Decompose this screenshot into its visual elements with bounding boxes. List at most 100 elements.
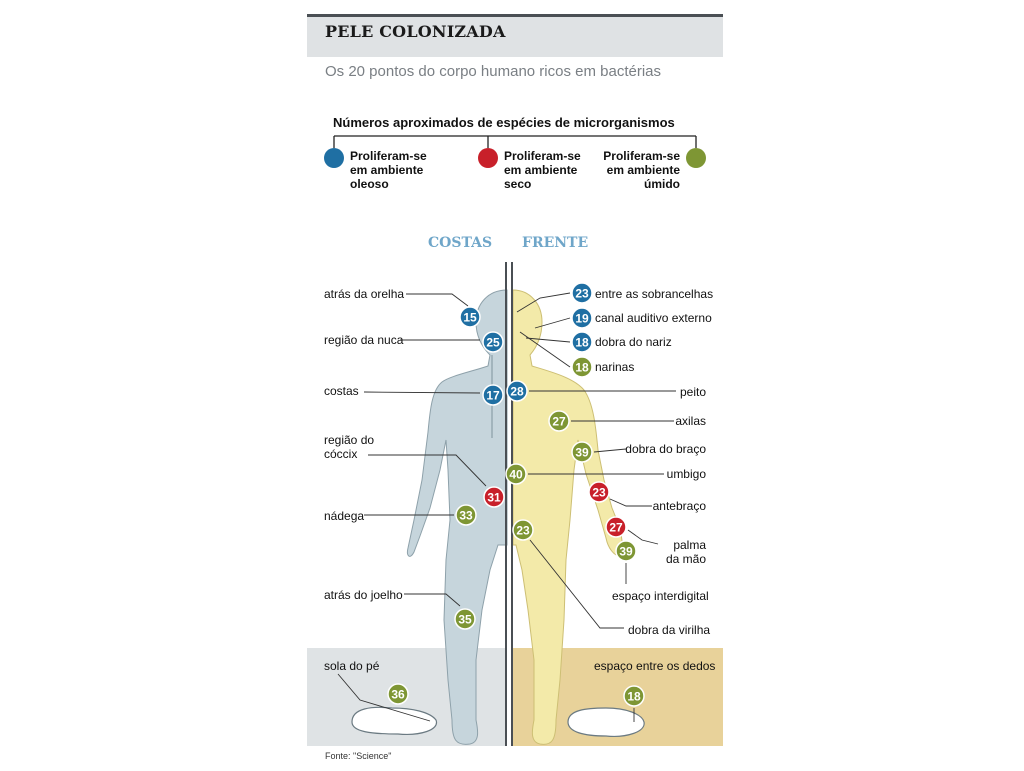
leader-lines (337, 292, 676, 722)
legend-item-umido: Proliferam-se em ambiente úmido (598, 149, 680, 191)
label-coccix-line-2: cóccix (324, 447, 358, 461)
label-palma-da-mao: palma da mão (626, 538, 706, 566)
leader-back-4 (368, 454, 487, 487)
divider-bar-left (505, 262, 507, 746)
badge-back-6: 35 (454, 608, 476, 630)
badge-back-7: 36 (387, 683, 409, 705)
badge-back-3: 17 (482, 384, 504, 406)
page-subtitle: Os 20 pontos do corpo humano ricos em ba… (325, 63, 662, 80)
badge-front-11-circle (615, 540, 637, 562)
badge-front-8-number: 40 (509, 468, 523, 482)
leader-front-9 (609, 498, 652, 507)
badge-front-13: 18 (623, 685, 645, 707)
leader-back-1 (406, 293, 469, 307)
badge-back-2-circle (482, 331, 504, 353)
badge-back-1-number: 15 (463, 311, 477, 325)
legend-seco-line-1: Proliferam-se (504, 149, 581, 163)
legend-bracket (333, 135, 697, 148)
badge-front-8: 40 (505, 463, 527, 485)
badge-front-12-circle (512, 519, 534, 541)
leader-back-6 (404, 593, 461, 607)
badge-back-6-number: 35 (458, 613, 472, 627)
badge-back-5-number: 33 (459, 509, 473, 523)
badge-front-10-circle (605, 516, 627, 538)
leader-front-7 (593, 448, 627, 453)
label-palma-line-2: da mão (665, 552, 706, 566)
badge-front-9: 23 (588, 481, 610, 503)
badge-front-13-circle (623, 685, 645, 707)
legend-umido-line-1: Proliferam-se (603, 149, 680, 163)
legend-dot-umido (686, 148, 706, 168)
badge-front-2-number: 19 (575, 312, 589, 326)
label-sola-do-pe: sola do pé (324, 659, 380, 673)
badge-front-3-circle (571, 331, 593, 353)
badge-front-3: 18 (571, 331, 593, 353)
divider-bar-right (511, 262, 513, 746)
legend-dot-oleoso (324, 148, 344, 168)
badge-back-4-circle (483, 486, 505, 508)
badge-back-1: 15 (459, 306, 481, 328)
badge-back-5: 33 (455, 504, 477, 526)
badge-front-13-number: 18 (627, 690, 641, 704)
leader-front-12 (529, 539, 624, 629)
legend-oleoso-line-3: oleoso (350, 177, 389, 191)
badge-front-4-circle (571, 356, 593, 378)
label-espaco-interdigital: espaço interdigital (612, 589, 709, 603)
leader-back-3 (363, 391, 481, 394)
leader-back-7 (337, 673, 431, 722)
leader-front-10 (627, 529, 659, 545)
badge-front-3-number: 18 (575, 336, 589, 350)
back-foot (351, 706, 438, 735)
badge-front-1: 23 (571, 282, 593, 304)
badge-back-7-circle (387, 683, 409, 705)
badge-front-5: 28 (506, 380, 528, 402)
label-dobra-da-virilha: dobra da virilha (628, 623, 711, 637)
label-regiao-do-coccix: região do cóccix (324, 433, 374, 461)
badge-back-2: 25 (482, 331, 504, 353)
badge-front-6-number: 27 (552, 415, 566, 429)
badge-back-3-circle (482, 384, 504, 406)
label-umbigo: umbigo (666, 467, 706, 481)
badge-front-11-number: 39 (619, 545, 633, 559)
label-entre-as-sobrancelhas: entre as sobrancelhas (595, 287, 714, 301)
label-canal-auditivo-externo: canal auditivo externo (595, 311, 712, 325)
label-axilas: axilas (675, 414, 706, 428)
leader-front-1 (516, 292, 571, 313)
badge-front-12: 23 (512, 519, 534, 541)
badge-front-11: 39 (615, 540, 637, 562)
badge-front-6-circle (548, 410, 570, 432)
side-label-back: COSTAS (428, 235, 493, 251)
legend-oleoso-line-2: em ambiente (350, 163, 424, 177)
badge-back-5-circle (455, 504, 477, 526)
legend-item-oleoso: Proliferam-se em ambiente oleoso (350, 149, 427, 191)
badge-front-12-number: 23 (516, 524, 530, 538)
badge-front-2-circle (571, 307, 593, 329)
label-costas: costas (324, 384, 359, 398)
label-nadega: nádega (324, 509, 365, 523)
label-dobra-do-braco: dobra do braço (625, 442, 706, 456)
badge-back-2-number: 25 (486, 336, 500, 350)
label-peito: peito (679, 385, 706, 399)
legend-umido-line-2: em ambiente (606, 163, 680, 177)
front-foot (567, 707, 645, 737)
badge-back-7-number: 36 (391, 688, 405, 702)
badge-front-4-number: 18 (575, 361, 589, 375)
label-palma-line-1: palma (673, 538, 706, 552)
label-dobra-do-nariz: dobra do nariz (595, 335, 672, 349)
badge-back-3-number: 17 (486, 389, 500, 403)
badge-back-4: 31 (483, 486, 505, 508)
source-credit: Fonte: "Science" (325, 751, 392, 761)
header-band (307, 17, 723, 57)
badge-front-2: 19 (571, 307, 593, 329)
badge-front-10-number: 27 (609, 521, 623, 535)
side-label-front: FRENTE (522, 235, 589, 251)
label-atras-da-orelha: atrás da orelha (324, 287, 405, 301)
badge-front-9-circle (588, 481, 610, 503)
badge-front-8-circle (505, 463, 527, 485)
badge-front-5-circle (506, 380, 528, 402)
legend-oleoso-line-1: Proliferam-se (350, 149, 427, 163)
legend-dot-seco (478, 148, 498, 168)
page-title: PELE COLONIZADA (325, 22, 506, 41)
